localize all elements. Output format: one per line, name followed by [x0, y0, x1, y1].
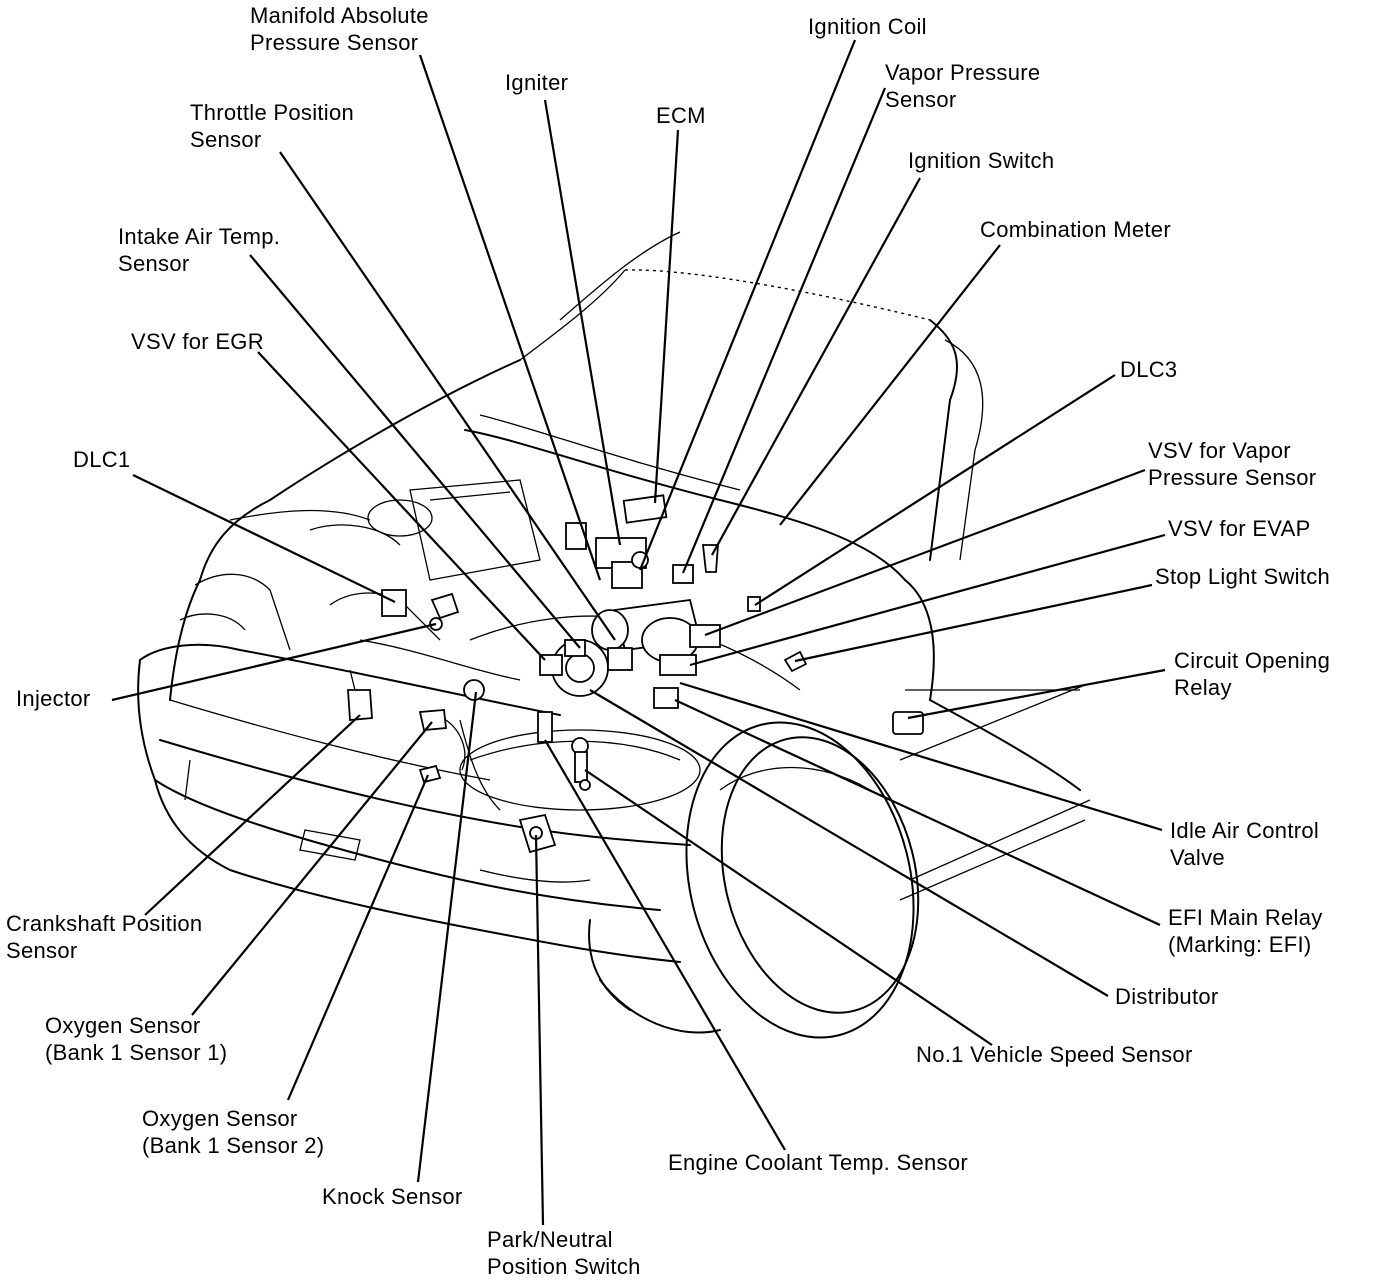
leader-dlc1 — [132, 474, 396, 603]
label-knock-sensor: Knock Sensor — [322, 1183, 463, 1210]
label-line: Pressure Sensor — [1148, 465, 1317, 490]
label-igniter: Igniter — [505, 69, 568, 96]
leader-intake-air-temp-sensor — [249, 254, 581, 649]
label-line: Relay — [1174, 675, 1232, 700]
leader-vsv-vapor-pressure-sensor — [704, 468, 1146, 637]
label-line: ECM — [656, 103, 706, 128]
label-idle-air-control-valve: Idle Air Control Valve — [1170, 817, 1319, 871]
label-line: Pressure Sensor — [250, 30, 419, 55]
leader-ecm — [653, 129, 680, 504]
label-vsv-for-evap: VSV for EVAP — [1168, 515, 1311, 542]
label-vsv-for-vapor-pressure-sensor: VSV for Vapor Pressure Sensor — [1148, 437, 1316, 491]
label-line: Engine Coolant Temp. Sensor — [668, 1150, 968, 1175]
label-line: VSV for Vapor — [1148, 438, 1291, 463]
label-oxygen-sensor-bank1-sensor1: Oxygen Sensor (Bank 1 Sensor 1) — [45, 1012, 227, 1066]
label-line: Sensor — [190, 127, 262, 152]
leader-crankshaft-position-sensor — [144, 714, 361, 916]
label-line: Vapor Pressure — [885, 60, 1041, 85]
label-line: Ignition Coil — [808, 14, 927, 39]
label-line: Combination Meter — [980, 217, 1171, 242]
leader-vsv-egr — [257, 351, 546, 661]
label-line: Sensor — [885, 87, 957, 112]
label-line: Knock Sensor — [322, 1184, 463, 1209]
label-line: Ignition Switch — [908, 148, 1055, 173]
leader-ignition-coil — [638, 39, 857, 571]
label-line: Circuit Opening — [1174, 648, 1331, 673]
label-circuit-opening-relay: Circuit Opening Relay — [1174, 647, 1330, 701]
label-line: (Bank 1 Sensor 1) — [45, 1040, 228, 1065]
label-vsv-for-egr: VSV for EGR — [131, 328, 264, 355]
label-no1-vehicle-speed-sensor: No.1 Vehicle Speed Sensor — [916, 1041, 1193, 1068]
label-line: DLC3 — [1120, 357, 1178, 382]
label-line: Oxygen Sensor — [45, 1013, 201, 1038]
label-line: EFI Main Relay — [1168, 905, 1323, 930]
label-dlc1: DLC1 — [73, 446, 130, 473]
label-line: (Bank 1 Sensor 2) — [142, 1133, 325, 1158]
label-engine-coolant-temp-sensor: Engine Coolant Temp. Sensor — [668, 1149, 968, 1176]
label-line: Igniter — [505, 70, 569, 95]
leader-circuit-opening-relay — [907, 668, 1166, 720]
label-injector: Injector — [16, 685, 91, 712]
leader-oxygen-sensor-b1s2 — [286, 774, 430, 1101]
label-line: Sensor — [6, 938, 78, 963]
label-line: Park/Neutral — [487, 1227, 613, 1252]
label-vapor-pressure-sensor: Vapor Pressure Sensor — [885, 59, 1040, 113]
leader-lines — [111, 39, 1166, 1226]
leader-ignition-switch — [711, 177, 921, 556]
label-distributor: Distributor — [1115, 983, 1219, 1010]
leader-dlc3 — [754, 374, 1116, 606]
leader-vehicle-speed-sensor — [584, 769, 993, 1046]
label-oxygen-sensor-bank1-sensor2: Oxygen Sensor (Bank 1 Sensor 2) — [142, 1105, 324, 1159]
label-dlc3: DLC3 — [1120, 356, 1177, 383]
label-line: VSV for EGR — [131, 329, 264, 354]
label-efi-main-relay: EFI Main Relay (Marking: EFI) — [1168, 904, 1323, 958]
label-line: Stop Light Switch — [1155, 564, 1331, 589]
leader-efi-main-relay — [674, 699, 1161, 926]
label-line: Intake Air Temp. — [118, 224, 281, 249]
leader-throttle-position-sensor — [279, 151, 616, 641]
leader-engine-coolant-temp-sensor — [544, 739, 786, 1151]
label-ignition-switch: Ignition Switch — [908, 147, 1054, 174]
vehicle-body-outline — [137, 231, 1091, 1039]
leader-stop-light-switch — [794, 583, 1153, 663]
leader-park-neutral-switch — [534, 834, 545, 1226]
label-park-neutral-position-switch: Park/Neutral Position Switch — [487, 1226, 641, 1280]
label-manifold-absolute-pressure-sensor: Manifold Absolute Pressure Sensor — [250, 2, 429, 56]
label-line: DLC1 — [73, 447, 131, 472]
engine-components — [347, 494, 924, 854]
label-throttle-position-sensor: Throttle Position Sensor — [190, 99, 354, 153]
leader-knock-sensor — [416, 691, 478, 1183]
label-line: Distributor — [1115, 984, 1219, 1009]
leader-oxygen-sensor-b1s1 — [191, 721, 433, 1016]
leader-idle-air-control-valve — [679, 681, 1163, 832]
label-line: Crankshaft Position — [6, 911, 203, 936]
label-line: Idle Air Control — [1170, 818, 1320, 843]
label-line: No.1 Vehicle Speed Sensor — [916, 1042, 1193, 1067]
leader-injector — [111, 622, 437, 702]
label-line: Throttle Position — [190, 100, 355, 125]
label-crankshaft-position-sensor: Crankshaft Position Sensor — [6, 910, 202, 964]
label-stop-light-switch: Stop Light Switch — [1155, 563, 1330, 590]
leader-vsv-evap — [689, 533, 1166, 667]
label-line: Position Switch — [487, 1254, 641, 1279]
label-line: Manifold Absolute — [250, 3, 429, 28]
label-intake-air-temp-sensor: Intake Air Temp. Sensor — [118, 223, 280, 277]
leader-igniter — [543, 99, 622, 546]
label-line: Valve — [1170, 845, 1225, 870]
leader-map-sensor — [418, 54, 602, 581]
leader-distributor — [589, 689, 1109, 997]
label-line: Sensor — [118, 251, 190, 276]
label-line: VSV for EVAP — [1168, 516, 1311, 541]
label-line: (Marking: EFI) — [1168, 932, 1312, 957]
label-line: Injector — [16, 686, 91, 711]
label-combination-meter: Combination Meter — [980, 216, 1171, 243]
label-ignition-coil: Ignition Coil — [808, 13, 927, 40]
label-ecm: ECM — [656, 102, 706, 129]
leader-combination-meter — [779, 244, 1001, 526]
leader-vapor-pressure-sensor — [681, 87, 887, 574]
label-line: Oxygen Sensor — [142, 1106, 298, 1131]
